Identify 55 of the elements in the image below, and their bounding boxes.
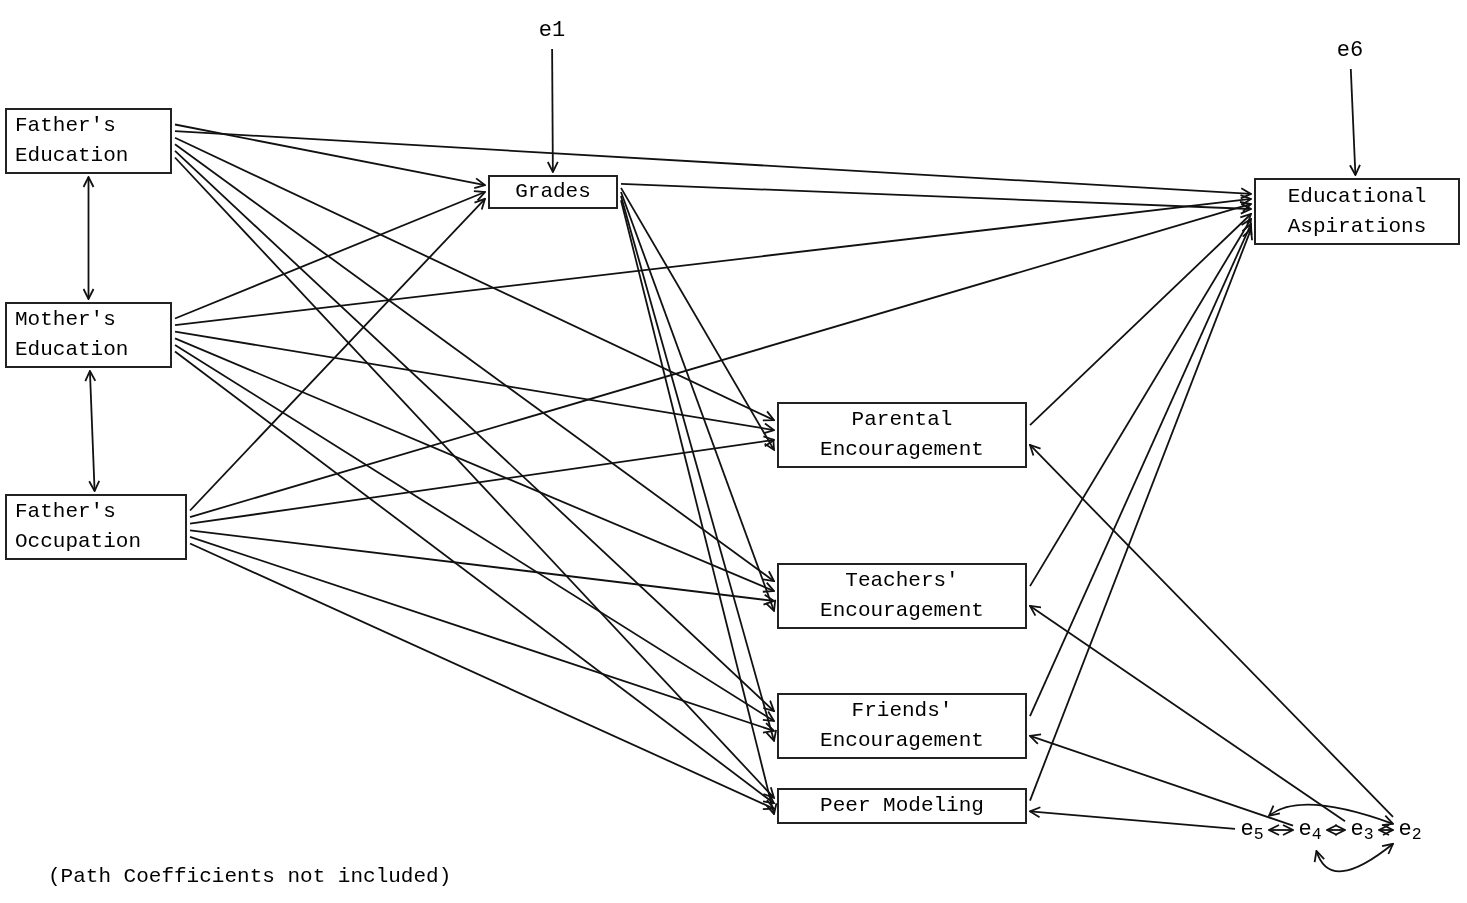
arrow	[1029, 806, 1236, 830]
arrow	[174, 190, 486, 320]
double-arrow	[1268, 824, 1294, 836]
double-arrow	[1314, 842, 1394, 873]
arrow	[1029, 444, 1394, 818]
arrow	[1029, 733, 1294, 827]
variable-box	[1254, 178, 1460, 245]
variable-label: Peer Modeling	[820, 793, 984, 819]
arrow	[1029, 605, 1346, 823]
arrow	[174, 143, 775, 583]
variable-label: Teachers' Encouragement	[819, 568, 985, 624]
arrow	[174, 344, 775, 722]
variable-box	[777, 693, 1027, 759]
arrow	[546, 48, 559, 173]
variable-box	[488, 175, 618, 209]
variable-box	[5, 108, 172, 174]
double-arrow	[84, 370, 101, 492]
double-arrow	[82, 176, 95, 300]
variable-label: Mother's Education	[15, 307, 130, 363]
arrow	[189, 542, 775, 810]
arrow	[620, 182, 1252, 215]
arrow	[620, 191, 777, 612]
arrow	[189, 197, 486, 512]
variable-label: Grades	[515, 179, 591, 205]
arrow	[189, 536, 775, 734]
variable-label: Educational Aspirations	[1286, 183, 1428, 240]
arrow	[174, 123, 486, 190]
double-arrow	[1378, 824, 1394, 836]
arrow	[1029, 228, 1253, 802]
double-arrow	[1268, 803, 1394, 827]
arrow	[174, 337, 775, 593]
variable-label: Father's Occupation	[15, 499, 143, 555]
arrow	[1029, 223, 1253, 717]
arrow	[1349, 68, 1361, 176]
caption: (Path Coefficients not included)	[48, 866, 452, 887]
variable-box	[777, 402, 1027, 468]
arrow	[189, 201, 1252, 518]
arrow	[1029, 213, 1252, 426]
arrow	[620, 187, 775, 451]
arrow	[174, 330, 775, 435]
variable-box	[5, 302, 172, 368]
arrow	[174, 350, 775, 805]
arrow	[174, 136, 775, 422]
arrow	[174, 130, 1252, 200]
arrow	[189, 529, 775, 606]
variable-box	[777, 788, 1027, 824]
variable-label: Father's Education	[15, 113, 130, 169]
variable-label: Friends' Encouragement	[819, 698, 985, 754]
variable-box	[5, 494, 187, 560]
variable-label: Parental Encouragement	[819, 407, 985, 463]
arrow	[1029, 218, 1252, 587]
double-arrow	[1326, 824, 1346, 836]
arrow	[174, 194, 1252, 326]
variable-box	[777, 563, 1027, 629]
arrow	[189, 435, 775, 525]
